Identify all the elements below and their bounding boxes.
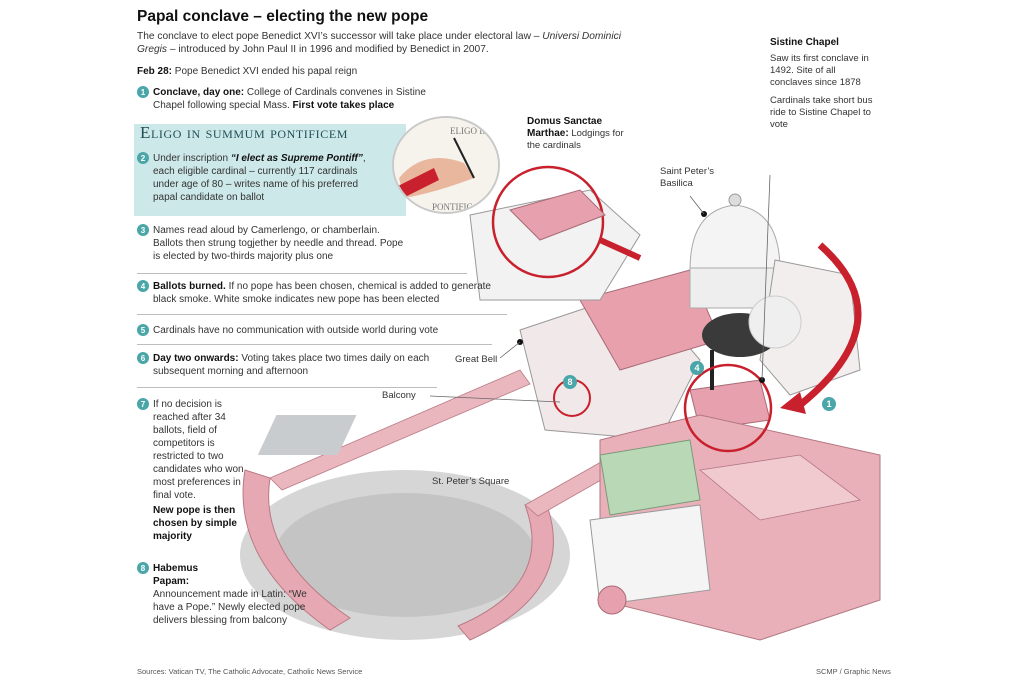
route-arc: [797, 242, 862, 408]
paper-text-top: ELIGO IN S: [450, 126, 496, 136]
step-4-bold: Ballots burned.: [153, 281, 226, 292]
corridor-left: [269, 369, 531, 491]
divider-5: [137, 344, 492, 345]
marker-8: 8: [567, 377, 572, 387]
step-7-bold: New pope is then chosen by simple majori…: [153, 505, 237, 542]
bus-route-arrow: [598, 237, 642, 261]
domus-text: Lodgings for the cardinals: [527, 128, 624, 151]
step-4-text: Ballots burned. If no pope has been chos…: [137, 280, 507, 306]
chimney: [710, 350, 714, 390]
square-inner: [275, 493, 535, 617]
step-6: 6 Day two onwards: Voting takes place tw…: [137, 352, 437, 378]
ballot-writing-illustration: ELIGO IN S PONTIFIC: [392, 116, 500, 214]
lawn: [257, 415, 357, 455]
great-bell-leader: [499, 341, 521, 359]
sistine-label: Sistine Chapel Saw its first conclave in…: [770, 37, 880, 131]
step-2: 2 Under inscription “I elect as Supreme …: [137, 152, 382, 204]
step-7-text: If no decision is reached after 34 ballo…: [153, 399, 244, 501]
domus-label: Domus Sanctae Marthae: Lodgings for the …: [527, 116, 637, 152]
round-tower: [597, 585, 627, 615]
step-1-bold: Conclave, day one:: [153, 87, 245, 98]
green-roof-building: [599, 439, 701, 516]
marker-4: 4: [694, 363, 699, 373]
paper-text-bottom: PONTIFIC: [432, 202, 473, 212]
sistine-text-1: Saw its first conclave in 1492. Site of …: [770, 53, 869, 88]
banner-title: Eligo in summum pontificem: [140, 123, 349, 142]
intro-law-name: Universi Dominici Gregis: [137, 31, 621, 55]
domus-callout-circle: [491, 165, 605, 279]
inscription-banner: [134, 124, 406, 216]
balcony-leader: [429, 395, 561, 403]
divider-6: [137, 387, 437, 388]
courtyard: [699, 454, 861, 521]
step-4: 4 Ballots burned. If no pope has been ch…: [137, 280, 507, 306]
step-1-bold-2: First vote takes place: [289, 100, 395, 111]
step-2-quote: “I elect as Supreme Pontiff”: [230, 153, 363, 164]
step-2-text: Under inscription “I elect as Supreme Po…: [137, 152, 382, 204]
step-6-bold: Day two onwards:: [153, 353, 239, 364]
step-6-body: Voting takes place two times daily on ea…: [153, 353, 430, 377]
colonnade-left: [242, 469, 351, 631]
step-8: 8 Habemus Papam: Announcement made in La…: [137, 562, 347, 627]
domus-title: Domus Sanctae Marthae:: [527, 116, 603, 139]
divider-4: [137, 314, 507, 315]
sistine-callout-circle: [683, 363, 773, 453]
colonnade-right: [457, 499, 554, 641]
white-smoke: [748, 295, 802, 349]
marker-1-circle: [822, 397, 836, 411]
step-1: 1 Conclave, day one: College of Cardinal…: [137, 86, 437, 112]
intro-line-1: The conclave to elect pope Benedict XVI’…: [137, 31, 540, 42]
step-6-text: Day two onwards: Voting takes place two …: [137, 352, 437, 378]
square-label: St. Peter’s Square: [432, 476, 510, 487]
sistine-leader: [761, 174, 771, 381]
intro-line-2: – introduced by John Paul II in 1996 and…: [167, 44, 489, 55]
step-7-number: 7: [137, 398, 149, 410]
step-3-text: Names read aloud by Camerlengo, or chamb…: [153, 225, 404, 262]
marker-4-circle: [690, 361, 704, 375]
domus-detail: [509, 189, 606, 241]
step-3: 3 Names read aloud by Camerlengo, or cha…: [137, 224, 407, 263]
feb28-note: Feb 28: Pope Benedict XVI ended his papa…: [137, 66, 357, 77]
step-1-text: Conclave, day one: College of Cardinals …: [137, 86, 437, 112]
step-4-body: If no pope has been chosen, chemical is …: [153, 281, 491, 305]
basilica-leader: [689, 195, 705, 215]
step-3-number: 3: [137, 224, 149, 236]
marker-1: 1: [826, 399, 831, 409]
route-arrowhead: [780, 392, 806, 414]
feb28-text: Pope Benedict XVI ended his papal reign: [172, 66, 358, 77]
step-8-bold: Habemus Papam:: [153, 563, 199, 587]
intro-text: The conclave to elect pope Benedict XVI’…: [137, 30, 637, 56]
divider-3: [137, 273, 467, 274]
step-1-number: 1: [137, 86, 149, 98]
great-bell-label: Great Bell: [455, 354, 498, 365]
balcony-label: Balcony: [382, 390, 416, 401]
step-8-number: 8: [137, 562, 149, 574]
step-5: 5 Cardinals have no communication with o…: [137, 324, 497, 337]
credit: SCMP / Graphic News: [816, 667, 891, 676]
step-4-number: 4: [137, 280, 149, 292]
page-title: Papal conclave – electing the new pope: [137, 8, 429, 25]
sistine-title: Sistine Chapel: [770, 37, 839, 48]
step-2-body: , each eligible cardinal – currently 117…: [153, 153, 366, 203]
sources: Sources: Vatican TV, The Catholic Advoca…: [137, 667, 363, 676]
step-5-number: 5: [137, 324, 149, 336]
step-1-body: College of Cardinals convenes in Sistine…: [153, 87, 426, 111]
sistine-text-2: Cardinals take short bus ride to Sistine…: [770, 95, 873, 130]
step-6-number: 6: [137, 352, 149, 364]
basilica-label: Saint Peter’s Basilica: [660, 166, 715, 189]
step-7: 7 If no decision is reached after 34 bal…: [137, 398, 255, 543]
lantern: [728, 193, 742, 207]
step-2-prefix: Under inscription: [153, 153, 231, 164]
step-2-number: 2: [137, 152, 149, 164]
marker-8-circle: [563, 375, 577, 389]
step-5-text: Cardinals have no communication with out…: [153, 325, 439, 336]
feb28-date: Feb 28:: [137, 66, 173, 77]
step-8-text: Announcement made in Latin: “We have a P…: [153, 589, 307, 626]
white-block: [589, 504, 711, 606]
